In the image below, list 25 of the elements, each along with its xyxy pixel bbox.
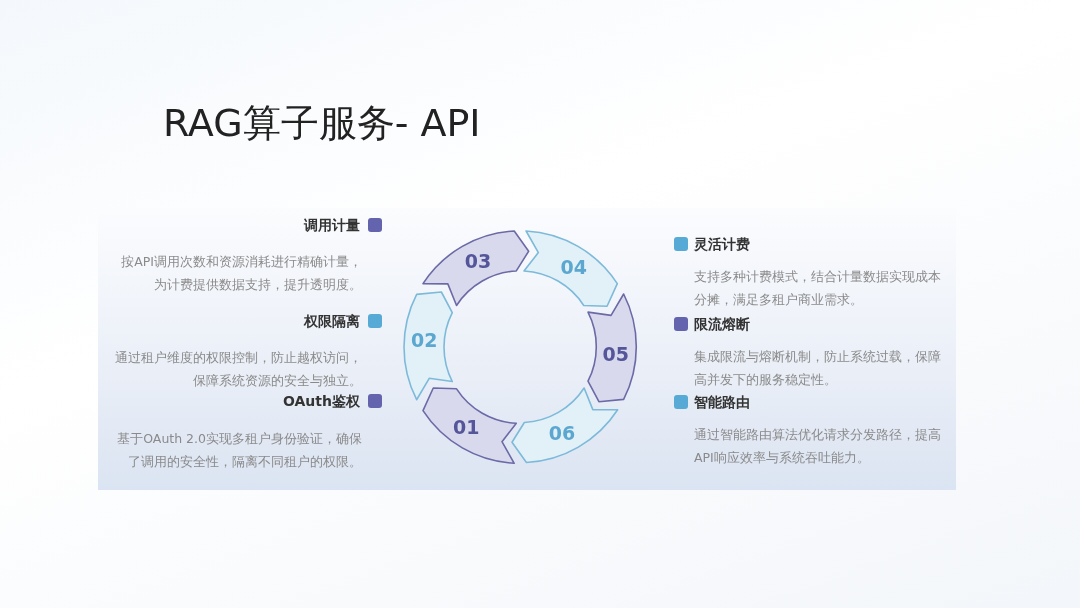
description-text: 集成限流与熔断机制，防止系统过载，保障高并发下的服务稳定性。 [694, 348, 942, 389]
arrow-segment [585, 292, 638, 405]
step-number: 02 [411, 329, 438, 352]
heading: OAuth鉴权 [283, 393, 360, 411]
heading: 权限隔离 [304, 313, 360, 331]
description-text: 通过租户维度的权限控制，防止越权访问，保障系统资源的安全与独立。 [114, 349, 362, 390]
description-text: 按API调用次数和资源消耗进行精确计量，为计费提供数据支持，提升透明度。 [120, 253, 362, 294]
arrow-segment [509, 386, 620, 465]
description-text: 通过智能路由算法优化请求分发路径，提高API响应效率与系统吞吐能力。 [694, 426, 942, 467]
step-number: 06 [548, 422, 576, 445]
heading: 智能路由 [694, 394, 750, 412]
step-number: 04 [560, 256, 587, 279]
step-number: 05 [602, 342, 629, 365]
heading: 灵活计费 [694, 236, 750, 254]
title: RAG算子服务- API [163, 100, 481, 147]
arrow-segment [521, 229, 620, 309]
heading: 调用计量 [304, 217, 360, 235]
arrow-segment [420, 385, 518, 465]
arrow-segment [420, 229, 531, 308]
step-number: 03 [464, 249, 492, 272]
description-text: 基于OAuth 2.0实现多租户身份验证，确保了调用的安全性，隔离不同租户的权限。 [116, 430, 362, 471]
step-number: 01 [453, 415, 480, 438]
arrow-segment [402, 289, 455, 402]
description-text: 支持多种计费模式，结合计量数据实现成本分摊，满足多租户商业需求。 [694, 268, 942, 309]
heading: 限流熔断 [694, 316, 750, 334]
